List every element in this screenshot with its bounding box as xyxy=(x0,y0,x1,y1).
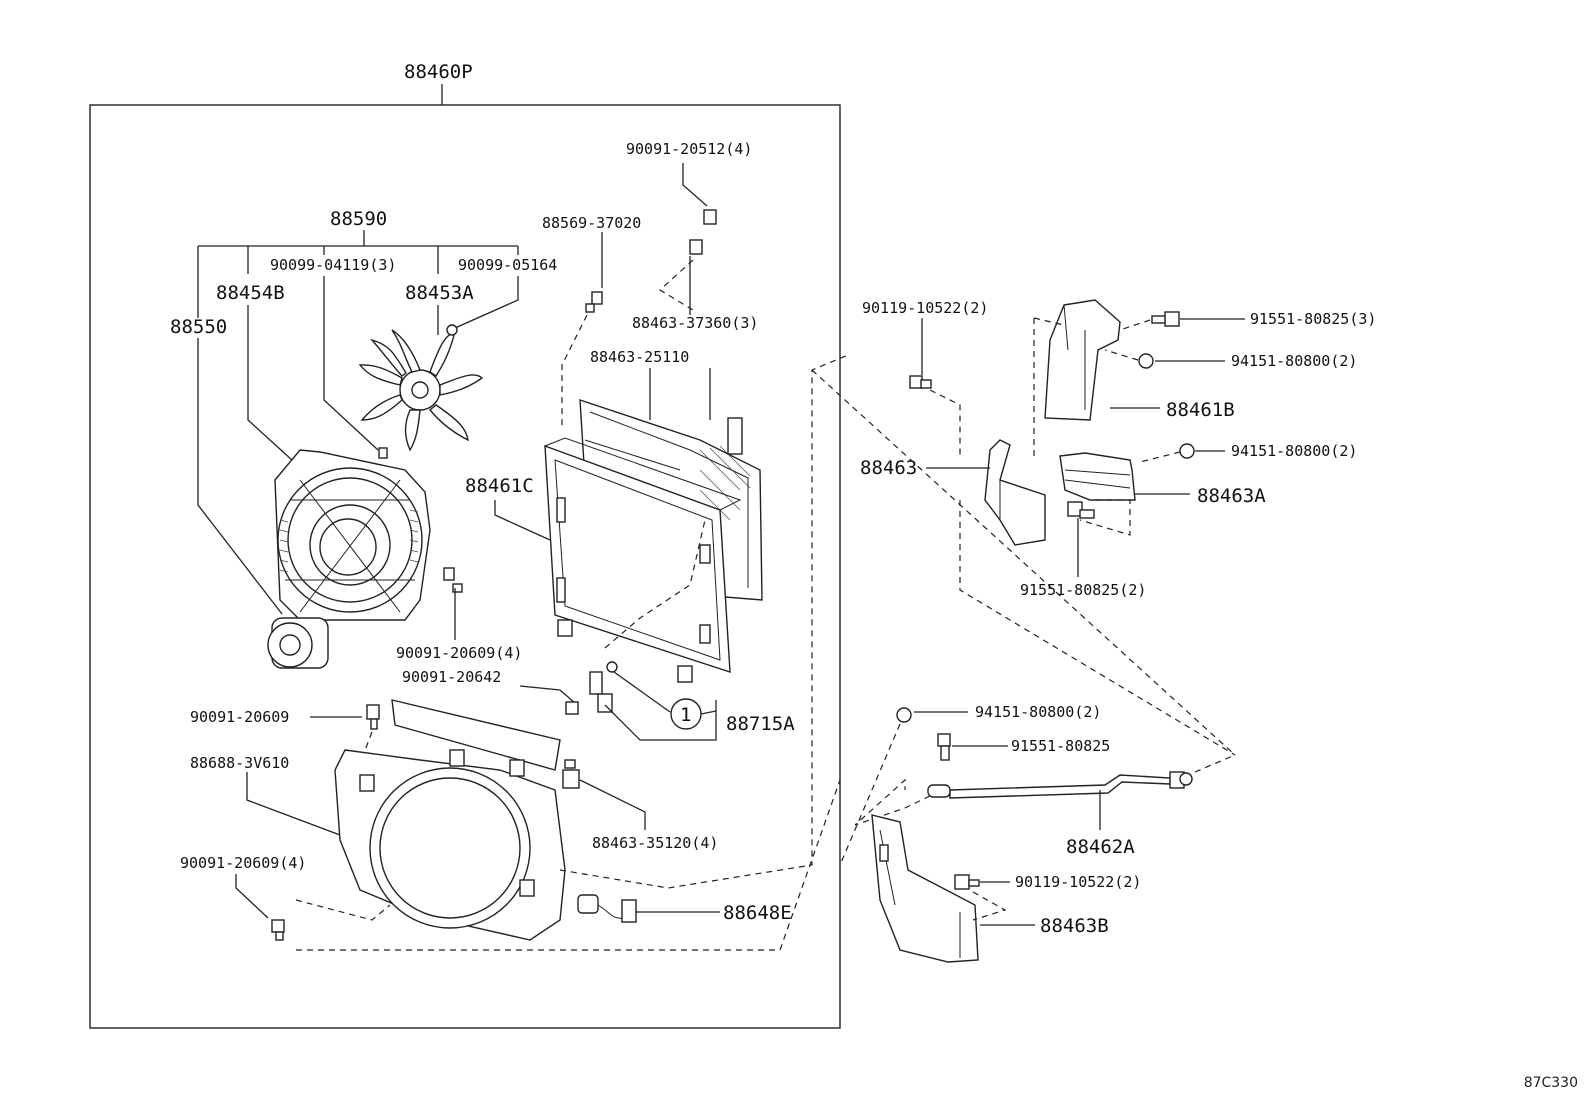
label-90119-10522-bottom: 90119-10522(2) xyxy=(1015,873,1141,891)
label-88688-3V610: 88688-3V610 xyxy=(190,754,289,772)
label-90099-04119: 90099-04119(3) xyxy=(270,256,396,274)
label-88463-35120: 88463-35120(4) xyxy=(592,834,718,852)
label-90091-20642: 90091-20642 xyxy=(402,668,501,686)
label-91551-80825: 91551-80825 xyxy=(1011,737,1110,755)
nut-r3 xyxy=(896,707,912,723)
label-90091-20609-4-upper: 90091-20609(4) xyxy=(396,644,522,662)
label-88463-25110: 88463-25110 xyxy=(590,348,689,366)
label-88454B: 88454B xyxy=(216,282,285,304)
label-circle-num: 1 xyxy=(680,704,691,726)
label-88463B: 88463B xyxy=(1040,915,1109,937)
fan-motor xyxy=(267,617,329,669)
label-88461B: 88461B xyxy=(1166,399,1235,421)
wire-harness xyxy=(577,894,637,923)
bracket-b xyxy=(1044,299,1121,421)
pipe-fitting xyxy=(565,661,618,715)
condenser xyxy=(544,437,742,683)
clip xyxy=(562,759,580,789)
bolt-r4 xyxy=(937,733,951,761)
label-91551-80825-3: 91551-80825(3) xyxy=(1250,310,1376,328)
nut-r1 xyxy=(1138,353,1154,369)
bolt-r3 xyxy=(1067,501,1095,519)
label-88462A: 88462A xyxy=(1066,836,1135,858)
label-90099-05164: 90099-05164 xyxy=(458,256,557,274)
bolt-r1 xyxy=(909,375,932,389)
assembly-box xyxy=(89,104,841,1029)
bolt-left4 xyxy=(271,919,285,941)
bolt-shroud-upper xyxy=(443,567,463,593)
label-88463-37360: 88463-37360(3) xyxy=(632,314,758,332)
label-88550: 88550 xyxy=(170,316,227,338)
label-88460P: 88460P xyxy=(404,61,473,83)
nut-r2 xyxy=(1179,443,1195,459)
label-91551-80825-2: 91551-80825(2) xyxy=(1020,581,1146,599)
label-88463A: 88463A xyxy=(1197,485,1266,507)
label-88648E: 88648E xyxy=(723,902,792,924)
rod xyxy=(927,771,1193,799)
fan-nut xyxy=(446,324,458,336)
bracket-main xyxy=(984,439,1046,546)
label-90119-10522-top: 90119-10522(2) xyxy=(862,299,988,317)
figure-code: 87C330 xyxy=(1523,1075,1578,1091)
fan-blade xyxy=(358,329,484,452)
label-88463: 88463 xyxy=(860,457,917,479)
label-94151-80800-2: 94151-80800(2) xyxy=(1231,442,1357,460)
label-94151-80800-3: 94151-80800(2) xyxy=(975,703,1101,721)
bolt-r5 xyxy=(954,874,980,890)
label-90091-20609-4-left: 90091-20609(4) xyxy=(180,854,306,872)
fan-shroud-unit xyxy=(274,449,431,621)
bolt-top xyxy=(689,209,717,255)
label-88569-37020: 88569-37020 xyxy=(542,214,641,232)
label-88461C: 88461C xyxy=(465,475,534,497)
bolt-r2 xyxy=(1151,311,1180,327)
label-88453A: 88453A xyxy=(405,282,474,304)
bracket-a xyxy=(1059,452,1136,501)
label-88715A: 88715A xyxy=(726,713,795,735)
bracket-lower xyxy=(871,814,979,963)
label-88590: 88590 xyxy=(330,208,387,230)
label-94151-80800-1: 94151-80800(2) xyxy=(1231,352,1357,370)
screw-cond xyxy=(585,291,603,313)
label-90091-20609-left: 90091-20609 xyxy=(190,708,289,726)
label-90091-20512: 90091-20512(4) xyxy=(626,140,752,158)
bolt-left xyxy=(366,704,380,730)
fan-screw xyxy=(378,447,388,459)
fan-shroud xyxy=(334,699,566,941)
